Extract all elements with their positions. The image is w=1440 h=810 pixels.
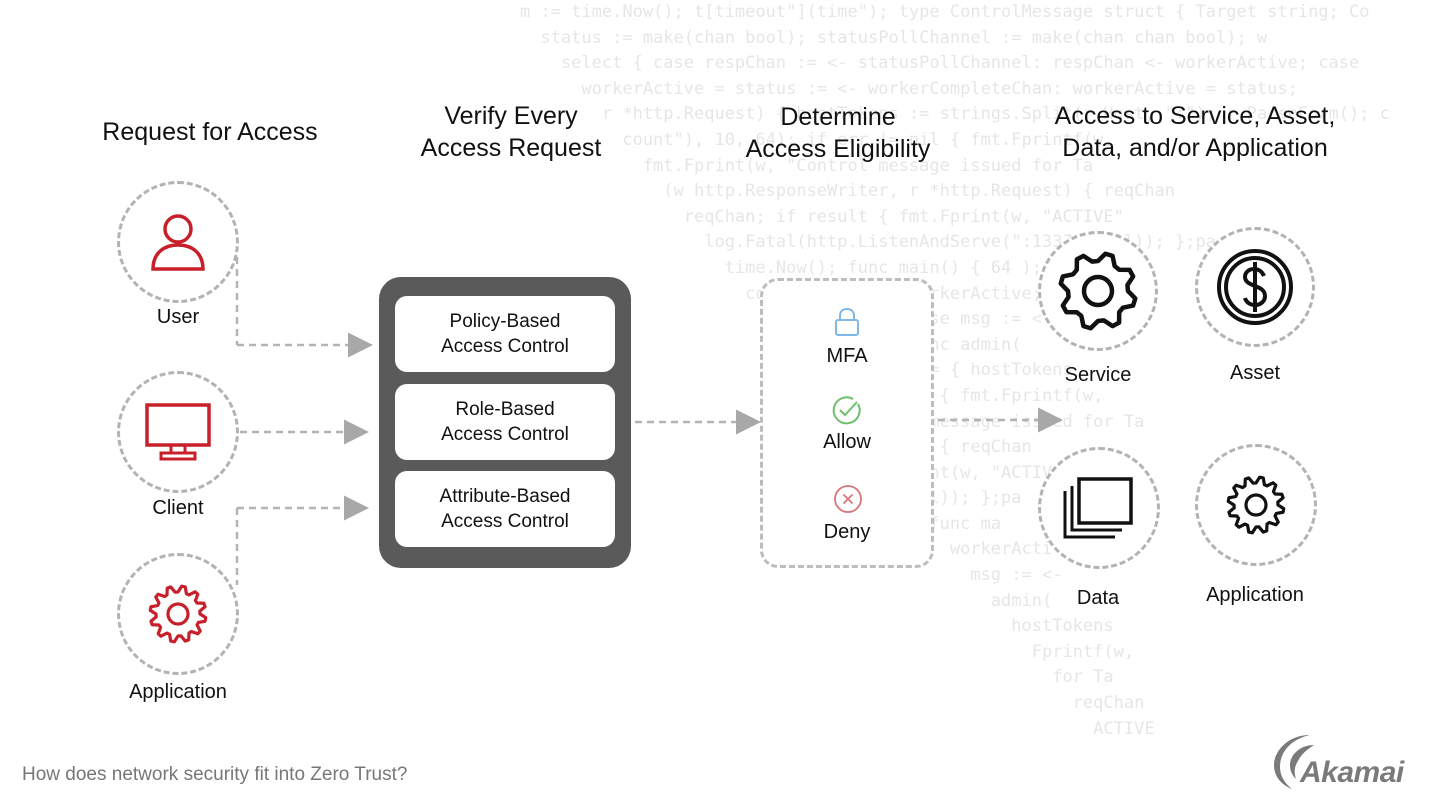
data-node [1038, 447, 1160, 569]
resource-label-asset: Asset [1229, 362, 1281, 384]
access-control-panel: Policy-Based Access Control Role-Based A… [379, 277, 631, 568]
policy-based-access-control: Policy-Based Access Control [395, 296, 615, 372]
gear-icon [1058, 251, 1138, 331]
akamai-logo-text: Akamai [1300, 756, 1404, 789]
eligibility-mfa: MFA [826, 345, 868, 367]
monitor-icon [145, 403, 211, 461]
check-circle-icon [832, 396, 861, 425]
service-node [1038, 231, 1158, 351]
title-determine-eligibility: Determine Access Eligibility [745, 103, 931, 163]
resource-label-application: Application [1206, 584, 1304, 606]
lock-icon [835, 307, 859, 336]
title-access-to-resources: Access to Service, Asset, Data, and/or A… [1054, 102, 1336, 162]
akamai-swoosh-logo [1274, 735, 1314, 789]
application-node [117, 553, 239, 675]
application-resource-node [1195, 444, 1317, 566]
requester-label-application: Application [129, 681, 227, 703]
resource-label-data: Data [1076, 587, 1120, 609]
requester-label-client: Client [152, 497, 204, 519]
asset-node [1195, 227, 1315, 347]
title-verify-every-request: Verify Every Access Request [420, 102, 602, 162]
eligibility-allow: Allow [823, 431, 871, 453]
gear-icon [148, 584, 208, 644]
footer-question: How does network security fit into Zero … [22, 764, 408, 785]
title-request-for-access: Request for Access [102, 118, 318, 146]
eligibility-box: MFA Allow Deny [760, 278, 934, 568]
user-node [117, 181, 239, 303]
x-circle-icon [834, 485, 862, 513]
stacked-windows-icon [1063, 477, 1133, 539]
attribute-based-access-control: Attribute-Based Access Control [395, 471, 615, 547]
role-based-access-control: Role-Based Access Control [395, 384, 615, 460]
requester-label-user: User [156, 306, 200, 328]
dollar-coin-icon [1217, 249, 1293, 325]
client-node [117, 371, 239, 493]
eligibility-deny: Deny [823, 521, 871, 543]
user-icon [151, 214, 205, 271]
gear-icon [1226, 475, 1286, 535]
resource-label-service: Service [1064, 364, 1132, 386]
